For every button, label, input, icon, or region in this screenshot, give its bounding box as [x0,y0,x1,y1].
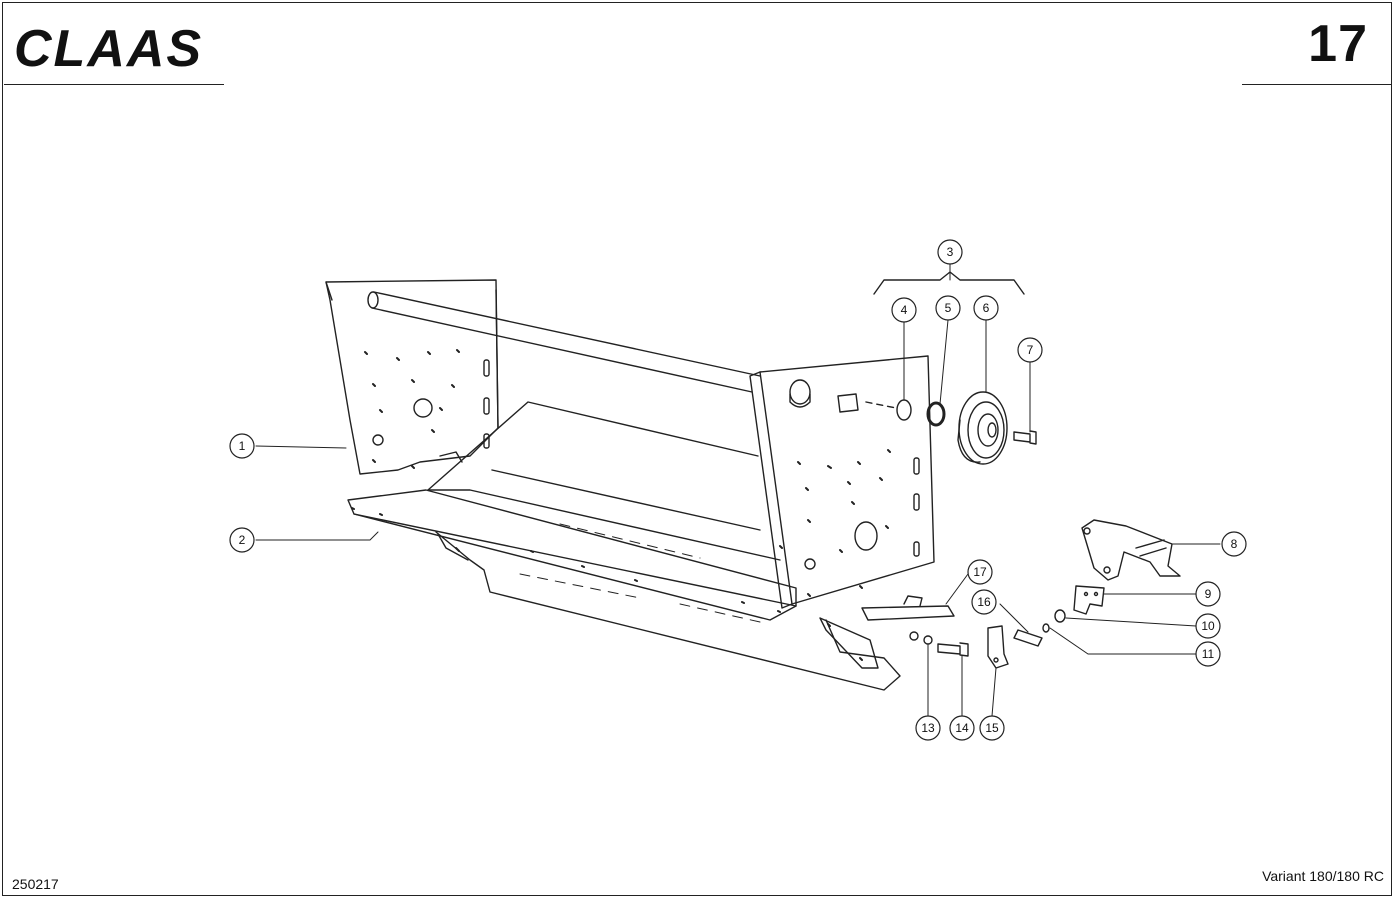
callout-2: 2 [229,527,255,553]
callout-17-label: 17 [973,565,987,579]
claas-logo: CLAAS [14,20,203,78]
cross-tube [367,291,761,393]
callout-1-label: 1 [239,439,246,453]
spacer-ring [896,399,912,421]
bolt-7 [1013,430,1037,445]
washer-11 [1042,623,1050,633]
callout-2-label: 2 [239,533,246,547]
callout-6-label: 6 [983,301,990,315]
callout-14-label: 14 [955,721,969,735]
callout-13-label: 13 [921,721,935,735]
callout-9-label: 9 [1205,587,1212,601]
callout-5: 5 [935,295,961,321]
callout-17: 17 [967,559,993,585]
nut-13 [909,631,919,641]
callout-11: 11 [1195,641,1221,667]
leader-lines [255,263,1221,717]
hook-15 [987,625,1009,669]
callout-16-label: 16 [977,595,991,609]
drawing-reference: 250217 [12,876,59,892]
callout-15: 15 [979,715,1005,741]
callout-4-label: 4 [901,303,908,317]
callout-7: 7 [1017,337,1043,363]
group-bracket [873,271,1025,295]
page-number-underline [1242,84,1392,85]
callout-4: 4 [891,297,917,323]
callout-1: 1 [229,433,255,459]
washer-13 [923,635,933,645]
callout-3: 3 [937,239,963,265]
bearing [926,401,946,427]
callout-16: 16 [971,589,997,615]
callout-8: 8 [1221,531,1247,557]
callout-7-label: 7 [1027,343,1034,357]
page-number: 17 [1308,15,1368,73]
callout-6: 6 [973,295,999,321]
callout-15-label: 15 [985,721,999,735]
callout-13: 13 [915,715,941,741]
plate-9 [1073,585,1105,615]
trough-plate [427,401,781,561]
callout-5-label: 5 [945,301,952,315]
callout-14: 14 [949,715,975,741]
callout-10: 10 [1195,613,1221,639]
brand-text: CLAAS [14,20,203,78]
callout-8-label: 8 [1231,537,1238,551]
nut-10 [1054,609,1066,623]
bolt-14 [937,642,969,657]
bottom-rail [347,489,901,691]
axis-line [865,401,897,409]
right-side-plate [749,355,935,609]
callout-11-label: 11 [1202,647,1215,661]
callout-3-label: 3 [947,245,954,259]
logo-underline [4,84,224,85]
model-designation: Variant 180/180 RC [1262,868,1384,884]
callout-9: 9 [1195,581,1221,607]
pulley [957,391,1008,465]
link-16 [1013,629,1043,647]
callouts: 1 2 3 4 5 6 7 8 9 10 11 13 14 15 16 17 [229,239,1247,741]
latch-bar-17 [861,595,955,621]
bracket-8 [1081,519,1181,581]
callout-10-label: 10 [1201,619,1215,633]
left-side-plate [325,279,499,475]
